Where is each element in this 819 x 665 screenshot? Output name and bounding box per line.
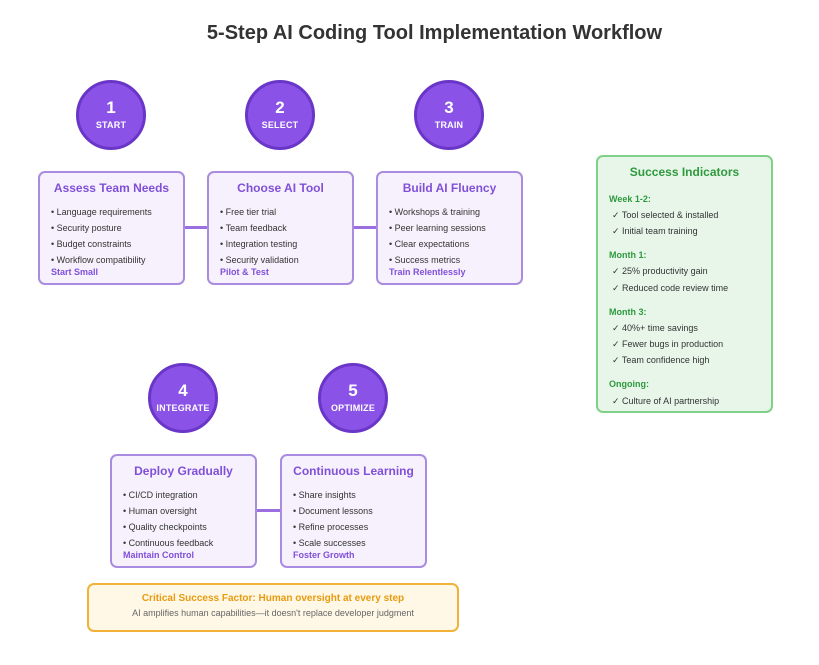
step-4-list: CI/CD integration Human oversight Qualit…: [123, 487, 214, 551]
connector-1-2: [183, 226, 209, 229]
step-4-card: Deploy Gradually CI/CD integration Human…: [110, 454, 257, 568]
list-item: CI/CD integration: [123, 487, 213, 503]
success-period-month-3: Month 3:: [609, 307, 647, 317]
success-indicators-panel: Success Indicators Week 1-2: ✓ Tool sele…: [596, 155, 773, 413]
step-2-list: Free tier trial Team feedback Integratio…: [220, 204, 299, 268]
step-3-label: TRAIN: [434, 120, 464, 130]
list-item: Team feedback: [220, 220, 299, 236]
list-item: Human oversight: [123, 503, 213, 519]
step-3-tagline: Train Relentlessly: [389, 267, 466, 277]
list-item: Integration testing: [220, 236, 299, 252]
step-3-list: Workshops & training Peer learning sessi…: [389, 204, 486, 268]
list-item: Clear expectations: [389, 236, 486, 252]
list-item: Success metrics: [389, 252, 486, 268]
step-3-number: 3: [444, 98, 454, 117]
critical-title: Critical Success Factor: Human oversight…: [141, 593, 405, 604]
step-4-number: 4: [178, 381, 188, 400]
step-4-label: INTEGRATE: [156, 403, 210, 413]
success-period-ongoing: Ongoing:: [609, 379, 649, 389]
list-item: Language requirements: [51, 204, 152, 220]
success-item: ✓ Initial team training: [612, 226, 698, 236]
step-1-circle: 1 START: [76, 80, 146, 150]
list-item: Share insights: [293, 487, 373, 503]
list-item: Budget constraints: [51, 236, 152, 252]
success-item: ✓ Team confidence high: [612, 355, 710, 365]
success-item: ✓ Reduced code review time: [612, 283, 729, 293]
list-item: Workflow compatibility: [51, 252, 152, 268]
step-1-list: Language requirements Security posture B…: [51, 204, 152, 268]
connector-2-3: [352, 226, 378, 229]
step-2-card: Choose AI Tool Free tier trial Team feed…: [207, 171, 354, 285]
critical-success-factor-box: Critical Success Factor: Human oversight…: [87, 583, 459, 632]
success-item: ✓ Tool selected & installed: [612, 210, 719, 220]
list-item: Free tier trial: [220, 204, 299, 220]
step-5-title: Continuous Learning: [293, 464, 414, 478]
step-1-card: Assess Team Needs Language requirements …: [38, 171, 185, 285]
success-item: ✓ 40%+ time savings: [612, 323, 698, 333]
step-1-tagline: Start Small: [51, 267, 99, 277]
step-5-circle: 5 OPTIMIZE: [318, 363, 388, 433]
success-item: ✓ 25% productivity gain: [612, 266, 708, 276]
success-period-month-1: Month 1:: [609, 250, 647, 260]
list-item: Quality checkpoints: [123, 519, 213, 535]
connector-4-5: [255, 509, 282, 512]
step-3-circle: 3 TRAIN: [414, 80, 484, 150]
list-item: Refine processes: [293, 519, 373, 535]
list-item: Security validation: [220, 252, 299, 268]
step-4-circle: 4 INTEGRATE: [148, 363, 218, 433]
step-5-card: Continuous Learning Share insights Docum…: [280, 454, 427, 568]
step-5-list: Share insights Document lessons Refine p…: [293, 487, 373, 551]
step-5-number: 5: [348, 381, 358, 400]
list-item: Continuous feedback: [123, 535, 214, 551]
step-1-number: 1: [106, 98, 116, 117]
list-item: Security posture: [51, 220, 152, 236]
critical-subtitle: AI amplifies human capabilities—it doesn…: [132, 608, 414, 618]
list-item: Workshops & training: [389, 204, 486, 220]
step-5-tagline: Foster Growth: [293, 550, 355, 560]
diagram-title: 5-Step AI Coding Tool Implementation Wor…: [206, 22, 663, 44]
step-2-number: 2: [275, 98, 285, 117]
step-4-title: Deploy Gradually: [134, 464, 233, 478]
list-item: Document lessons: [293, 503, 373, 519]
step-1-title: Assess Team Needs: [53, 181, 170, 195]
step-2-label: SELECT: [261, 120, 299, 130]
success-title: Success Indicators: [629, 165, 740, 179]
list-item: Scale successes: [293, 535, 373, 551]
step-2-circle: 2 SELECT: [245, 80, 315, 150]
success-item: ✓ Culture of AI partnership: [612, 396, 720, 406]
step-3-card: Build AI Fluency Workshops & training Pe…: [376, 171, 523, 285]
step-2-title: Choose AI Tool: [237, 181, 324, 195]
step-2-tagline: Pilot & Test: [220, 267, 269, 277]
success-period-week: Week 1-2:: [609, 194, 651, 204]
list-item: Peer learning sessions: [389, 220, 486, 236]
success-item: ✓ Fewer bugs in production: [612, 339, 724, 349]
step-5-label: OPTIMIZE: [330, 403, 376, 413]
step-1-label: START: [95, 120, 127, 130]
step-4-tagline: Maintain Control: [123, 550, 194, 560]
step-3-title: Build AI Fluency: [402, 181, 497, 195]
